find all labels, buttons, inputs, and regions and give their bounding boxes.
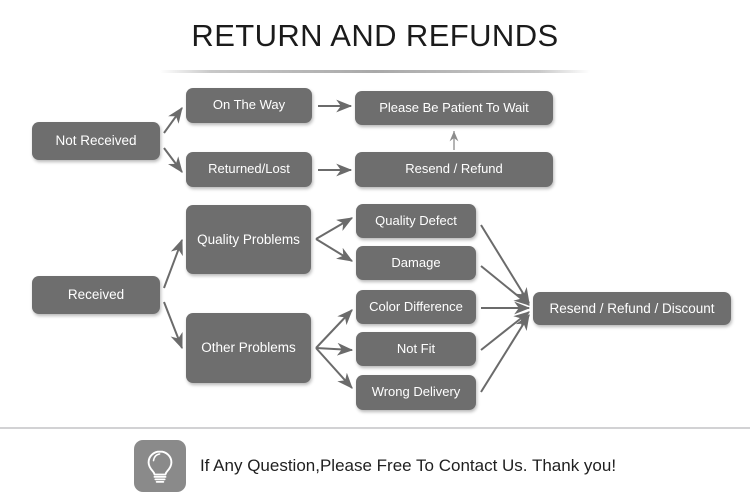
node-not-fit[interactable]: Not Fit: [356, 332, 476, 366]
node-on-the-way[interactable]: On The Way: [186, 88, 312, 123]
page-title: RETURN AND REFUNDS: [191, 18, 559, 53]
arrow-received-to-other-problems: [163, 301, 183, 350]
arrow-quality-defect-to-outcome: [480, 224, 530, 305]
footer: If Any Question,Please Free To Contact U…: [0, 432, 750, 500]
node-resend-refund[interactable]: Resend / Refund: [355, 152, 553, 187]
arrow-quality-problems-to-damage: [315, 238, 354, 262]
arrow-not-fit-to-outcome: [480, 311, 530, 351]
footer-text: If Any Question,Please Free To Contact U…: [199, 456, 617, 475]
node-not-received[interactable]: Not Received: [32, 122, 160, 160]
arrow-damage-to-outcome: [480, 265, 530, 306]
arrow-other-problems-to-color-difference: [315, 309, 353, 349]
node-received[interactable]: Received: [32, 276, 160, 314]
node-resend-refund-discount[interactable]: Resend / Refund / Discount: [533, 292, 731, 325]
title-divider: [160, 70, 590, 73]
node-quality-defect[interactable]: Quality Defect: [356, 204, 476, 238]
arrow-other-problems-to-not-fit: [315, 342, 354, 356]
node-please-be-patient-to-wait[interactable]: Please Be Patient To Wait: [355, 91, 553, 125]
node-color-difference[interactable]: Color Difference: [356, 290, 476, 324]
arrow-quality-problems-to-quality-defect: [315, 217, 354, 240]
arrow-not-received-to-returned-lost: [163, 147, 183, 173]
arrow-wrong-delivery-to-outcome: [480, 313, 530, 393]
arrow-other-problems-to-wrong-delivery: [315, 347, 353, 389]
node-wrong-delivery[interactable]: Wrong Delivery: [356, 375, 476, 410]
footer-divider: [0, 427, 750, 429]
node-damage[interactable]: Damage: [356, 246, 476, 280]
node-returned-lost[interactable]: Returned/Lost: [186, 152, 312, 187]
node-quality-problems[interactable]: Quality Problems: [186, 205, 311, 274]
arrow-received-to-quality-problems: [163, 238, 183, 289]
lightbulb-icon: [133, 440, 186, 492]
arrow-not-received-to-on-the-way: [163, 107, 183, 134]
node-other-problems[interactable]: Other Problems: [186, 313, 311, 383]
